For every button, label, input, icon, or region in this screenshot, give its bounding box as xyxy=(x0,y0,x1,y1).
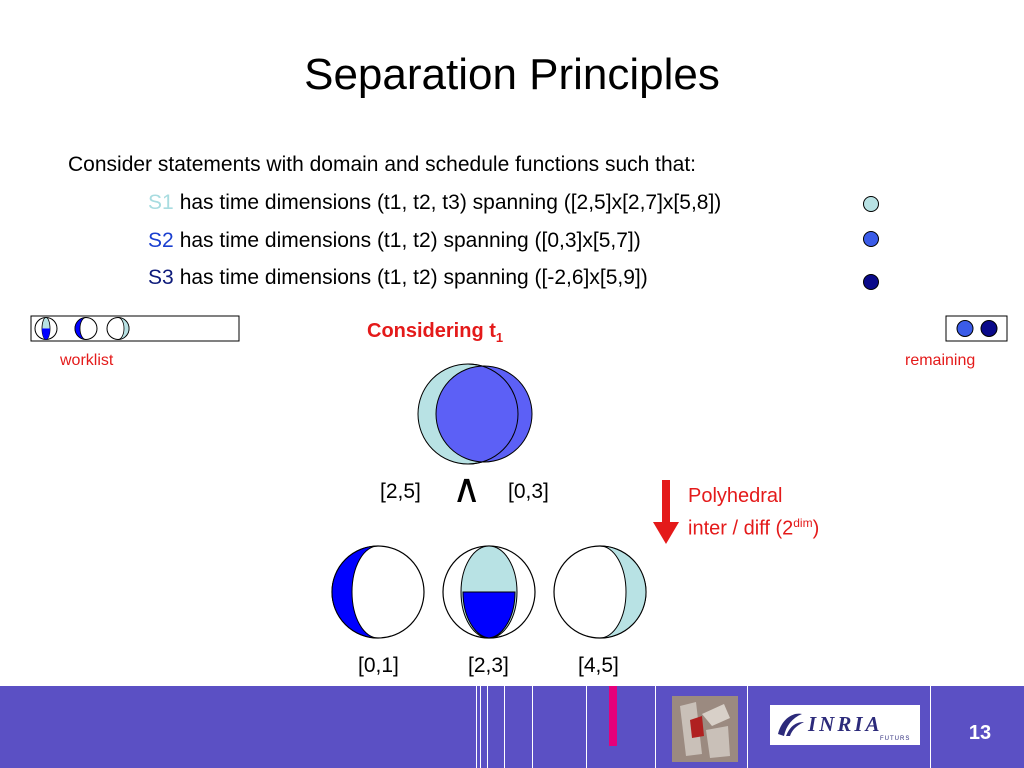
remaining-box xyxy=(945,315,1008,342)
interval-right: [0,3] xyxy=(508,480,549,503)
s3-dot xyxy=(863,274,879,290)
inria-logo-subtext: FUTURS xyxy=(880,736,911,742)
page-number: 13 xyxy=(968,722,992,744)
down-arrow-icon xyxy=(653,480,679,544)
statement-text: has time dimensions (t1, t2) spanning ([… xyxy=(179,229,641,252)
footer-divider xyxy=(655,686,656,768)
polyhedral-sup: dim xyxy=(793,516,813,530)
s1-dot xyxy=(863,196,879,212)
footer-divider xyxy=(930,686,931,768)
statement-text: has time dimensions (t1, t2) spanning ([… xyxy=(179,266,648,289)
result-label-1: [2,3] xyxy=(468,654,509,677)
footer-accent-bar xyxy=(609,686,617,746)
inria-swirl-icon xyxy=(778,713,804,736)
inria-logo-text: INRIA xyxy=(808,712,883,736)
interval-left: [2,5] xyxy=(380,480,421,503)
project-logo xyxy=(672,696,738,762)
footer-divider xyxy=(480,686,481,768)
worklist-label: worklist xyxy=(60,352,114,369)
result-circle-4-5 xyxy=(553,545,647,639)
overlap-diagram xyxy=(417,363,533,465)
polyhedral-line2: inter / diff (2dim) xyxy=(688,510,819,543)
polyhedral-close: ) xyxy=(812,517,820,540)
footer-divider xyxy=(532,686,533,768)
polyhedral-line1: Polyhedral xyxy=(688,485,783,507)
footer-divider xyxy=(476,686,477,768)
statement-label: S1 xyxy=(148,191,174,214)
result-circle-2-3 xyxy=(442,545,536,639)
footer-divider xyxy=(487,686,488,768)
footer-divider xyxy=(504,686,505,768)
worklist-box xyxy=(30,315,240,342)
s2-dot xyxy=(863,231,879,247)
remaining-label: remaining xyxy=(905,352,976,369)
result-label-2: [4,5] xyxy=(578,654,619,677)
footer-divider xyxy=(586,686,587,768)
footer-divider xyxy=(747,686,748,768)
result-diagrams xyxy=(331,545,647,639)
result-label-0: [0,1] xyxy=(358,654,399,677)
intersect-symbol: ∧ xyxy=(452,467,482,511)
polyhedral-note: Polyhedral inter / diff (2dim) xyxy=(688,483,819,543)
logo-graphic-icon xyxy=(672,696,738,762)
slide-title: Separation Principles xyxy=(304,50,720,99)
intro-text: Consider statements with domain and sche… xyxy=(68,153,697,176)
considering-text: Considering t xyxy=(367,320,496,342)
statement-label: S2 xyxy=(148,229,174,252)
statement-label: S3 xyxy=(148,266,174,289)
polyhedral-text: inter / diff (2 xyxy=(688,517,794,540)
statement-text: has time dimensions (t1, t2, t3) spannin… xyxy=(179,191,722,214)
considering-subscript: 1 xyxy=(495,330,504,345)
result-circle-0-1 xyxy=(331,545,425,639)
considering-label: Considering t1 xyxy=(367,320,503,345)
